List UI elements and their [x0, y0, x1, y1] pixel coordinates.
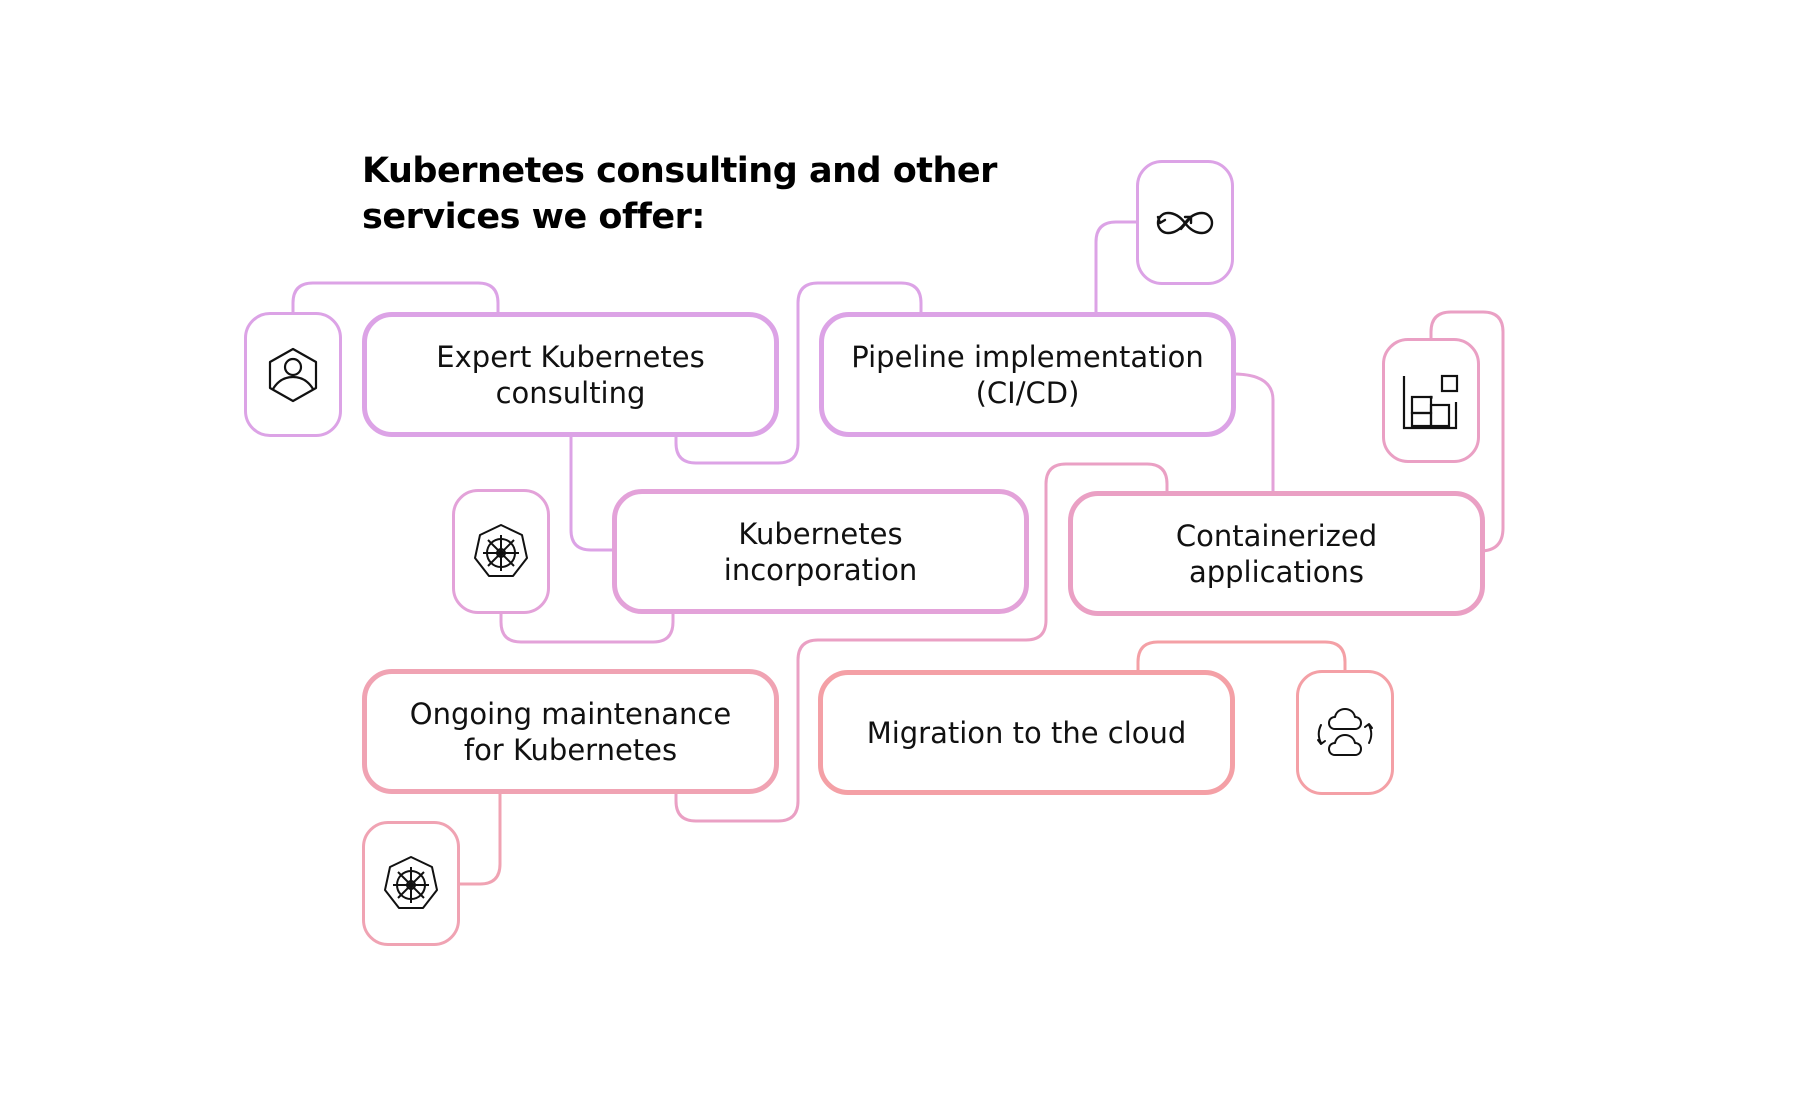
pipeline-icon-box [1136, 160, 1234, 285]
migration-icon-box [1296, 670, 1394, 795]
service-label-line-1: Expert Kubernetes [436, 339, 705, 374]
service-migration-to-cloud[interactable]: Migration to the cloud [818, 670, 1235, 795]
service-label-line-2: incorporation [723, 552, 918, 587]
connector-consulting-incorporation [569, 435, 614, 552]
service-label-line-2: (CI/CD) [975, 375, 1080, 410]
service-kubernetes-incorporation[interactable]: Kubernetes incorporation [612, 489, 1029, 614]
connector-incorporation-icon [499, 612, 675, 644]
service-label-line-1: Ongoing maintenance [409, 696, 732, 731]
service-label-line-2: consulting [495, 375, 646, 410]
service-containerized-applications[interactable]: Containerized applications [1068, 491, 1485, 616]
service-ongoing-maintenance[interactable]: Ongoing maintenance for Kubernetes [362, 669, 779, 794]
connector-migration-icon [1136, 640, 1347, 672]
connector-consulting-top [291, 281, 500, 314]
kubernetes-helm-icon [384, 855, 438, 909]
service-label-line-1: Containerized [1175, 518, 1378, 553]
service-pipeline-implementation[interactable]: Pipeline implementation (CI/CD) [819, 312, 1236, 437]
infinity-loop-icon [1156, 211, 1214, 234]
page-title: Kubernetes consulting and other services… [362, 148, 1002, 240]
connector-consulting-pipeline [674, 281, 923, 465]
service-label-line-2: applications [1188, 554, 1365, 589]
container-blocks-icon [1402, 374, 1459, 429]
incorporation-icon-box [452, 489, 550, 614]
service-label-line-1: Kubernetes [738, 516, 903, 551]
consulting-icon-box [244, 312, 342, 437]
containerized-icon-box [1382, 338, 1480, 463]
connector-containerized-maintenance [674, 462, 1169, 823]
connector-maintenance-icon [458, 792, 502, 886]
cloud-sync-icon [1317, 707, 1373, 756]
kubernetes-helm-icon [474, 523, 528, 577]
title-line-2: services we offer: [362, 197, 705, 237]
service-expert-consulting[interactable]: Expert Kubernetes consulting [362, 312, 779, 437]
service-label-line-1: Pipeline implementation [851, 339, 1204, 374]
title-line-1: Kubernetes consulting and other [362, 151, 997, 191]
connector-pipeline-icon [1094, 220, 1138, 314]
service-label-line-1: Migration to the cloud [866, 715, 1187, 750]
connector-pipeline-containerized [1231, 372, 1275, 493]
service-label-line-2: for Kubernetes [463, 732, 678, 767]
maintenance-icon-box [362, 821, 460, 946]
connector-containerized-icon [1429, 310, 1505, 553]
user-hexagon-icon [268, 347, 318, 402]
